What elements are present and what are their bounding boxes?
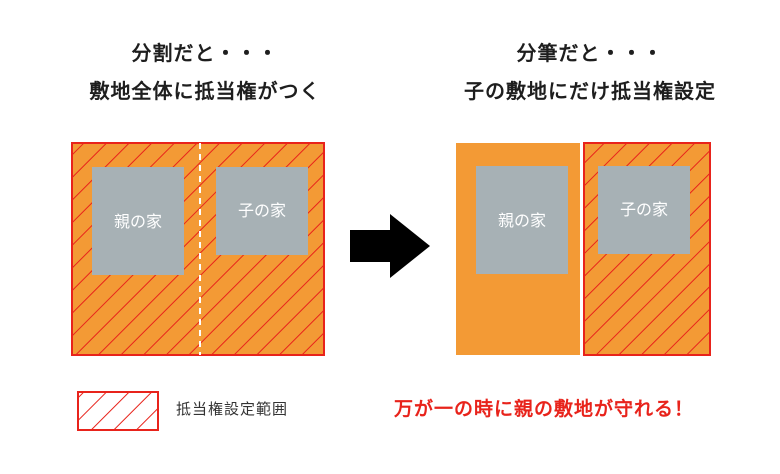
legend-swatch (77, 391, 159, 431)
left-parent-house (92, 167, 184, 275)
left-lot-border (71, 142, 325, 356)
conclusion-text: 万が一の時に親の敷地が守れる！ (394, 398, 695, 420)
transition-arrow (350, 214, 430, 278)
right-lot: 親の家 子の家 (456, 142, 711, 356)
right-heading: 分筆だと・・・ 子の敷地にだけ抵当権設定 (420, 34, 760, 110)
right-child-house (598, 166, 690, 254)
right-heading-line1: 分筆だと・・・ (516, 41, 664, 65)
right-heading-line2: 子の敷地にだけ抵当権設定 (464, 79, 716, 103)
right-parent-house-label: 親の家 (498, 211, 546, 230)
left-child-house (216, 167, 308, 255)
left-heading-line1: 分割だと・・・ (131, 41, 279, 65)
right-child-lot-border (583, 142, 711, 356)
legend-label: 抵当権設定範囲 (176, 400, 289, 418)
left-parent-house-label: 親の家 (114, 212, 162, 231)
left-heading: 分割だと・・・ 敷地全体に抵当権がつく (40, 34, 370, 110)
right-child-house-label: 子の家 (620, 200, 668, 219)
right-parent-house (476, 166, 568, 274)
left-child-house-label: 子の家 (238, 201, 286, 220)
left-heading-line2: 敷地全体に抵当権がつく (89, 79, 321, 103)
left-lot: 親の家 子の家 (71, 142, 325, 356)
